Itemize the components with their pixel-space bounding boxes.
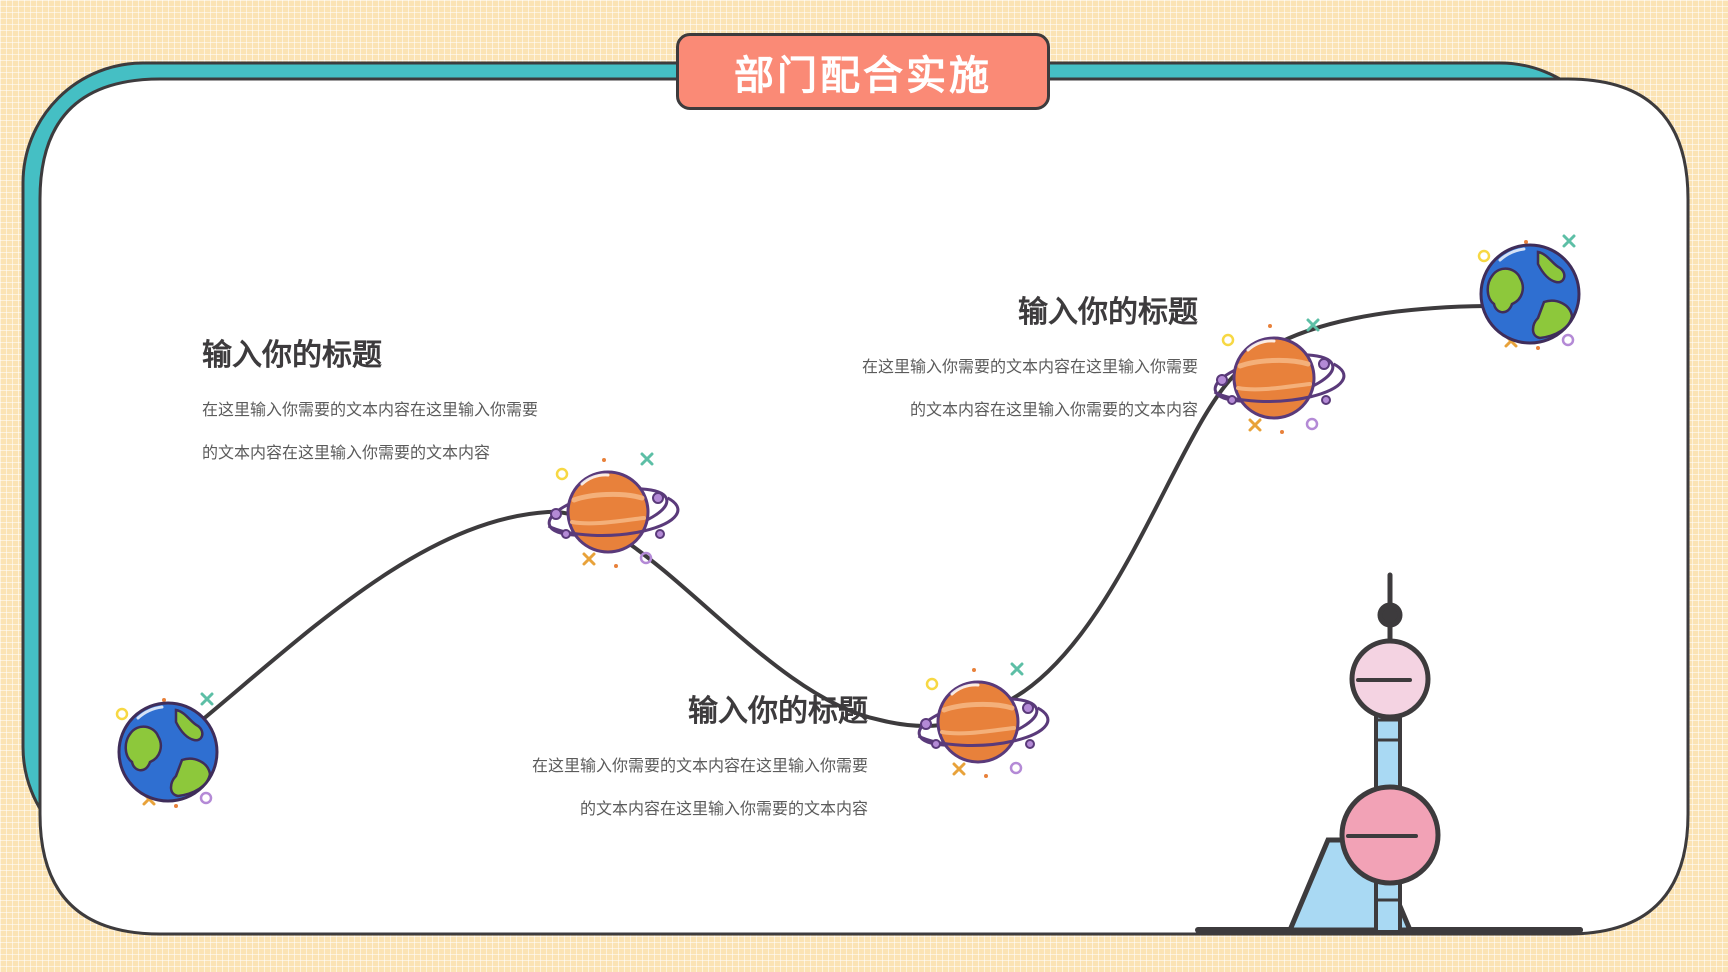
text-block-2: 输入你的标题 在这里输入你需要的文本内容在这里输入你需要 的文本内容在这里输入你… xyxy=(532,686,868,830)
title-banner: 部门配合实施 xyxy=(676,33,1050,110)
page-title: 部门配合实施 xyxy=(734,52,992,99)
tower-icon xyxy=(1195,572,1583,934)
block-title: 输入你的标题 xyxy=(1018,295,1198,330)
block-text-line: 在这里输入你需要的文本内容在这里输入你需要 xyxy=(202,400,539,419)
block-title: 输入你的标题 xyxy=(202,338,382,373)
block-text-line: 的文本内容在这里输入你需要的文本内容 xyxy=(909,400,1198,419)
block-text-line: 的文本内容在这里输入你需要的文本内容 xyxy=(579,799,868,818)
block-text-line: 在这里输入你需要的文本内容在这里输入你需要 xyxy=(861,357,1198,376)
block-text-line: 在这里输入你需要的文本内容在这里输入你需要 xyxy=(531,756,868,775)
block-title: 输入你的标题 xyxy=(688,694,868,729)
text-block-1: 输入你的标题 在这里输入你需要的文本内容在这里输入你需要 的文本内容在这里输入你… xyxy=(202,330,538,474)
block-text-line: 的文本内容在这里输入你需要的文本内容 xyxy=(202,443,491,462)
frame-card-path xyxy=(38,77,1690,936)
text-block-3: 输入你的标题 在这里输入你需要的文本内容在这里输入你需要 的文本内容在这里输入你… xyxy=(862,287,1198,431)
